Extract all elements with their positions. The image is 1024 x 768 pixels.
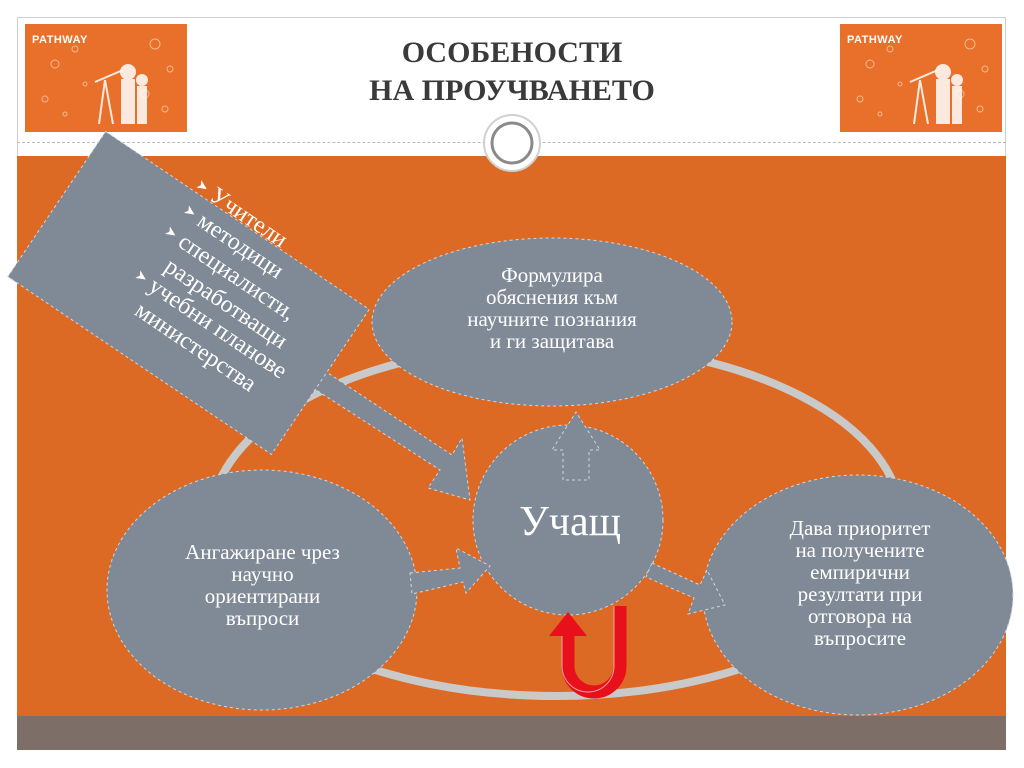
node-line: и ги защитава — [489, 329, 615, 353]
pathway-logo-right: PATHWAY — [840, 24, 1002, 132]
center-node-label: Учащ — [519, 499, 621, 545]
node-line: обяснения към — [486, 285, 618, 309]
node-line: резултати при — [797, 582, 923, 606]
slide-header: PATHWAY ОСОБЕНОСТИ НА ПРОУЧВАНЕТО — [0, 0, 1024, 150]
logo-text-right: PATHWAY — [847, 34, 903, 46]
pathway-logo-left: PATHWAY — [25, 24, 187, 132]
footer-bar — [17, 716, 1006, 750]
top-node — [371, 237, 733, 407]
node-line: отговора на — [808, 604, 912, 628]
arrow-center-to-right-icon — [645, 562, 726, 615]
title-line-2: НА ПРОУЧВАНЕТО — [369, 74, 655, 107]
node-line: научно — [231, 562, 294, 586]
arrow-left-to-center-icon — [409, 547, 491, 595]
bullet-arrow-icon: ➤ — [192, 177, 211, 197]
arrow-up-icon — [551, 411, 601, 481]
node-line: научните познания — [467, 307, 637, 331]
node-line: въпроси — [225, 606, 300, 630]
node-line: ориентирани — [204, 584, 321, 608]
page-title: ОСОБЕНОСТИ НА ПРОУЧВАНЕТО — [250, 34, 774, 110]
node-line: Ангажиране чрез — [185, 540, 340, 564]
title-line-1: ОСОБЕНОСТИ — [401, 36, 623, 69]
ring-ornament-inner — [490, 121, 534, 165]
bullet-arrow-icon: ➤ — [161, 223, 180, 243]
logo-illustration-left — [41, 38, 174, 125]
node-line: Формулира — [501, 263, 603, 287]
bullet-arrow-icon: ➤ — [131, 267, 151, 287]
node-line: на получените — [795, 538, 925, 562]
left-node-text: Ангажиране чрез научно ориентирани въпро… — [130, 541, 395, 629]
logo-text-left: PATHWAY — [32, 34, 88, 46]
stakeholders-box-shape — [7, 130, 370, 456]
node-line: въпросите — [813, 626, 907, 650]
u-turn-arrow-icon — [549, 606, 627, 699]
bullet-arrow-icon: ➤ — [180, 202, 199, 222]
node-line: Дава приоритет — [789, 516, 931, 540]
top-node-text: Формулира обяснения към научните познани… — [412, 264, 692, 352]
right-node-text: Дава приоритет на получените емпирични р… — [735, 517, 985, 649]
node-line: емпирични — [810, 560, 910, 584]
logo-illustration-right — [856, 38, 989, 125]
